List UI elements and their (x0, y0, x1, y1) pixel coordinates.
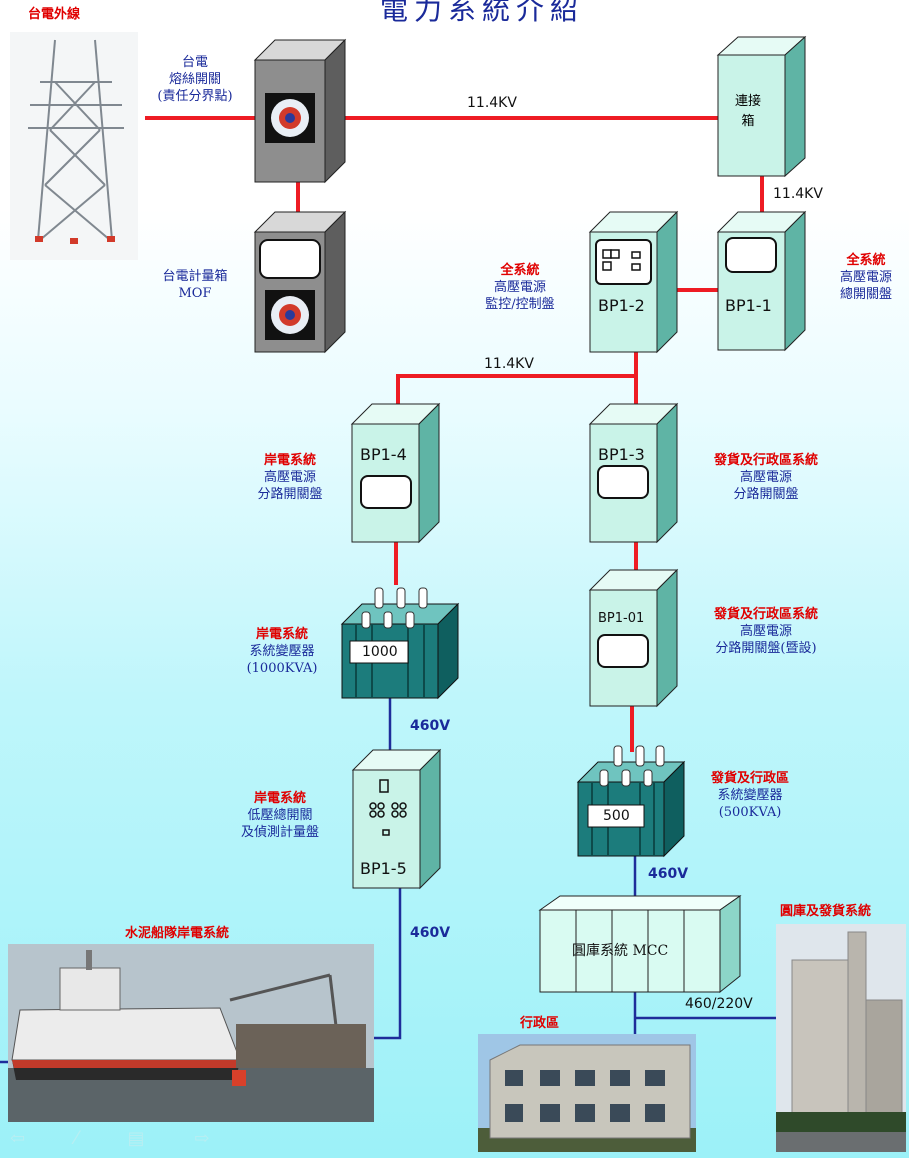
voltage-lv-shore-1: 460V (410, 718, 451, 734)
caption-bp11: 全系統 高壓電源總開關盤 (839, 253, 892, 302)
voltage-admin-bus: 460/220V (685, 996, 753, 1012)
caption-tx-shore: 岸電系統 系統變壓器(1000KVA) (246, 627, 318, 676)
tag-bp11: BP1-1 (725, 296, 772, 315)
panel-bp12 (588, 210, 679, 354)
taipower-logo-icon (265, 290, 315, 340)
caption-bp101: 發貨及行政區系統 高壓電源分路開關盤(暨設) (713, 607, 818, 656)
mcc-panel (538, 895, 742, 994)
voltage-main: 11.4KV (467, 95, 517, 111)
junction-box-label: 連接箱 (734, 94, 761, 129)
tag-bp101: BP1-01 (598, 611, 645, 626)
caption-bp15: 岸電系統 低壓總開關及偵測計量盤 (240, 791, 319, 840)
panel-bp13 (588, 402, 679, 544)
silo-photo (776, 924, 906, 1152)
slide-nav-controls[interactable]: ⇦ ⁄ ▤ ⇨ (10, 1128, 232, 1149)
tag-tx-admin: 500 (603, 808, 630, 824)
caption-office: 行政區 (520, 1016, 560, 1031)
caption-tx-admin: 發貨及行政區 系統變壓器(500KVA) (710, 771, 789, 820)
caption-bp13: 發貨及行政區系統 高壓電源分路開關盤 (713, 453, 818, 502)
panel-bp101 (588, 568, 679, 708)
fuse-switch-box (253, 38, 347, 184)
tag-bp13: BP1-3 (598, 445, 645, 464)
tag-bp14: BP1-4 (360, 445, 407, 464)
transformer-admin (576, 745, 686, 858)
meter-box-mof (253, 210, 347, 354)
page-title: 電力系統介紹 (380, 0, 585, 26)
panel-bp11 (716, 210, 807, 352)
voltage-lv-admin: 460V (648, 866, 689, 882)
caption-bp14: 岸電系統 高壓電源分路開關盤 (257, 453, 323, 502)
tag-mcc: 圓庫系統 MCC (572, 943, 669, 959)
voltage-branch: 11.4KV (484, 356, 534, 372)
transformer-shore (340, 587, 460, 700)
taipower-logo-icon (265, 93, 315, 143)
transmission-tower-icon (10, 32, 138, 260)
tag-bp15: BP1-5 (360, 859, 407, 878)
voltage-lv-shore-2: 460V (410, 925, 451, 941)
tag-bp12: BP1-2 (598, 296, 645, 315)
caption-bp12: 全系統 高壓電源監控/控制盤 (485, 263, 555, 312)
caption-fuse-switch: 台電熔絲開關(責任分界點) (157, 55, 233, 104)
junction-box (716, 35, 807, 178)
caption-taipower-line: 台電外線 (28, 7, 81, 22)
hv-line-to-bp14 (396, 374, 636, 412)
office-photo (478, 1034, 696, 1152)
tag-tx-shore: 1000 (362, 644, 398, 660)
caption-silo: 圓庫及發貨系統 (780, 904, 872, 919)
panel-bp15 (351, 748, 442, 890)
caption-ship: 水泥船隊岸電系統 (125, 926, 230, 941)
voltage-to-bp11: 11.4KV (773, 186, 823, 202)
hv-lines (145, 116, 764, 752)
panel-bp14 (350, 402, 441, 544)
ship-photo (8, 944, 374, 1122)
